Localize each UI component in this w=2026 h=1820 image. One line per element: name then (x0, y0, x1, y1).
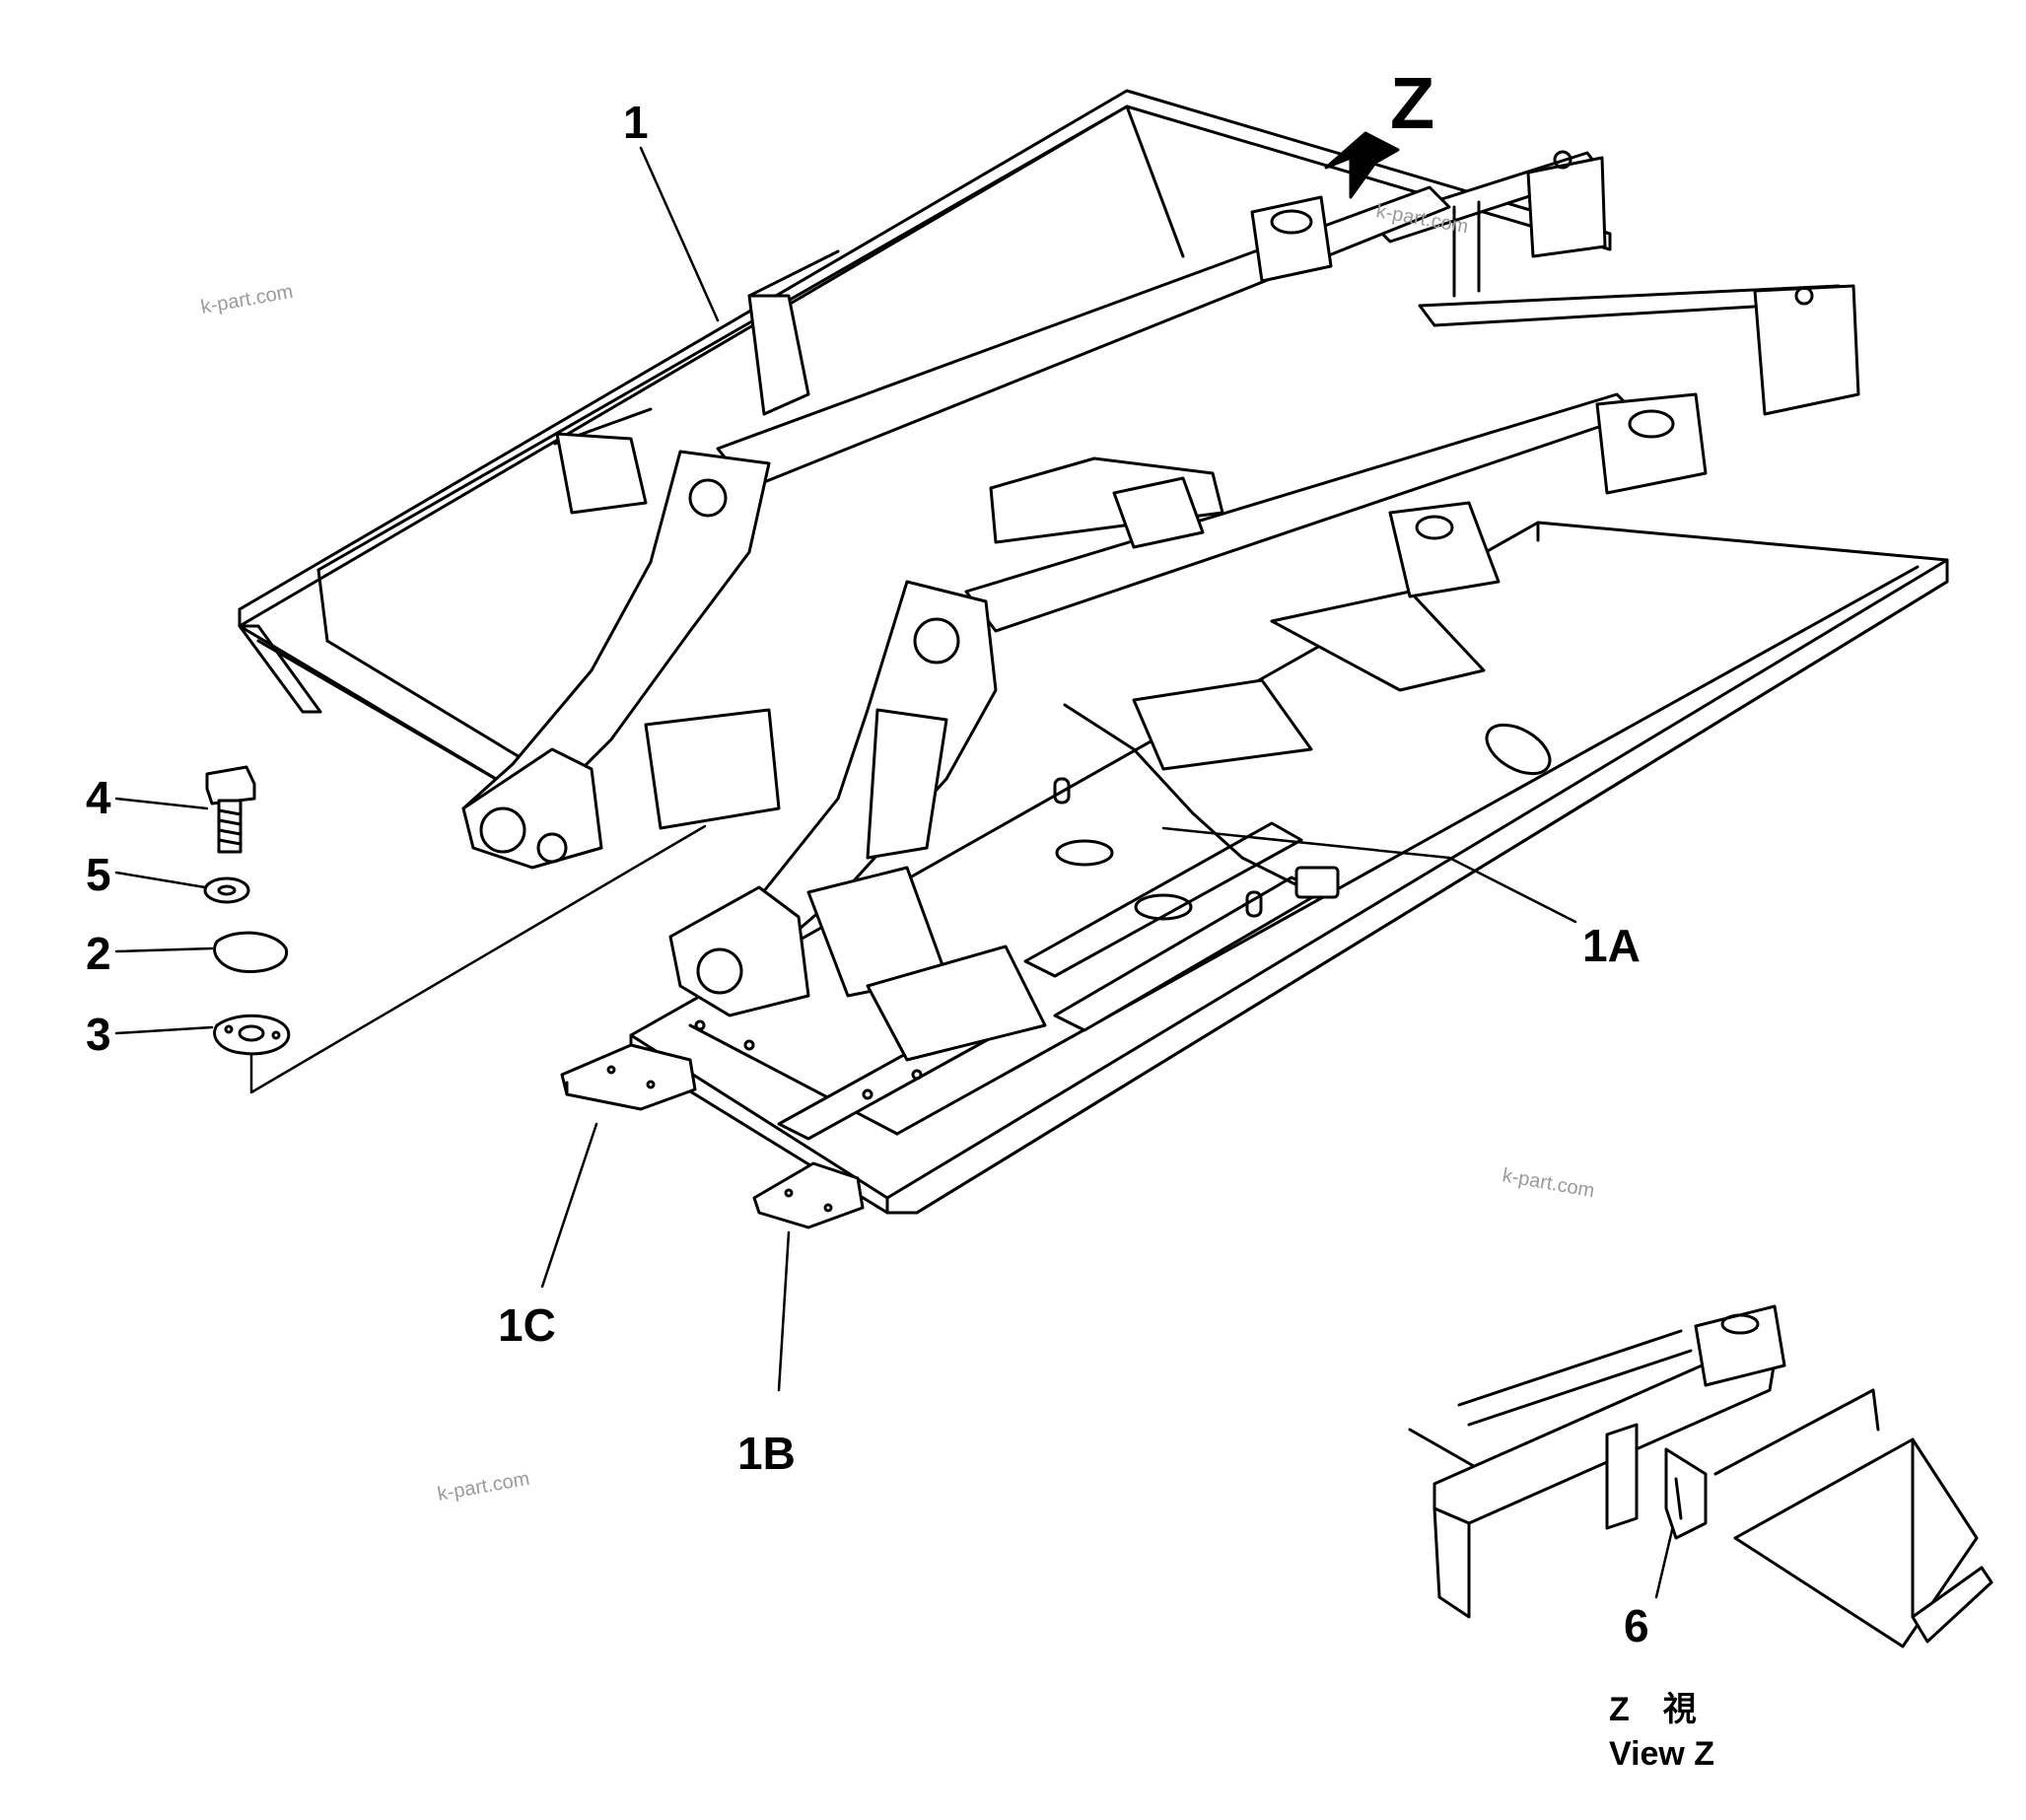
washer-part-5 (203, 876, 250, 904)
watermark-3: k-part.com (1501, 1164, 1596, 1202)
view-z-arrow (1324, 131, 1400, 199)
boom-arm-right (668, 392, 1708, 1017)
label-part-2: 2 (86, 928, 111, 979)
main-frame-rear-tray (238, 89, 1612, 791)
label-part-1c: 1C (498, 1299, 556, 1351)
label-part-1a: 1A (1582, 920, 1641, 971)
part-1c-tab (560, 1043, 697, 1111)
label-part-1b: 1B (737, 1428, 796, 1479)
leader-lines (114, 146, 1678, 1599)
side-rail-lower (1418, 284, 1860, 416)
watermark-4: k-part.com (436, 1468, 531, 1505)
boom-arm-left (461, 185, 1451, 870)
plate-part-2 (213, 931, 289, 974)
part-1b-tab (752, 1161, 865, 1229)
part-1a-hose (1063, 703, 1340, 899)
label-view-z-jp: Z 視 (1609, 1691, 1697, 1728)
side-rail-upper (1368, 150, 1607, 298)
center-cross-member (644, 456, 1224, 1062)
label-part-5: 5 (86, 849, 111, 900)
label-part-1: 1 (623, 97, 649, 148)
label-z-marker: Z (1390, 62, 1434, 144)
label-part-4: 4 (86, 772, 111, 823)
label-part-6: 6 (1624, 1600, 1649, 1651)
label-part-3: 3 (86, 1009, 111, 1060)
watermark-1: k-part.com (199, 281, 295, 318)
shim-part-3 (213, 1014, 291, 1056)
view-z-inset (1408, 1304, 1993, 1648)
label-view-z-en: View Z (1609, 1735, 1714, 1773)
bolt-part-4 (205, 765, 256, 854)
